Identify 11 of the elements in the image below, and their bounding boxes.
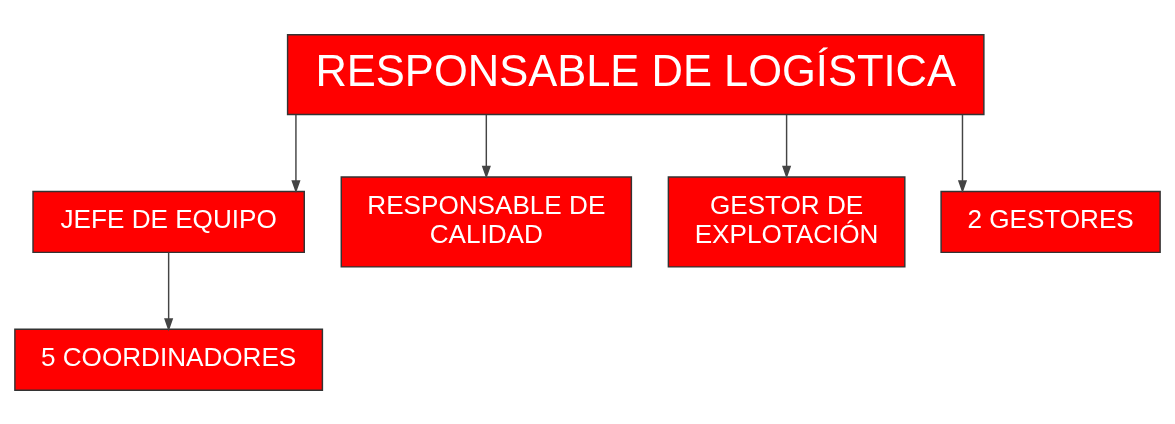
node-box: JEFE DE EQUIPO (32, 190, 305, 253)
arrow (782, 113, 792, 179)
arrow (957, 113, 968, 193)
arrow (164, 251, 174, 331)
node-box: RESPONSABLE DE LOGÍSTICA (286, 33, 985, 115)
node-box: GESTOR DE EXPLOTACIÓN (667, 175, 906, 268)
node-box: 5 COORDINADORES (14, 328, 324, 391)
node-box: RESPONSABLE DE CALIDAD (340, 175, 633, 268)
arrow (291, 113, 301, 193)
node-box: 2 GESTORES (940, 190, 1161, 253)
arrow (481, 113, 491, 179)
